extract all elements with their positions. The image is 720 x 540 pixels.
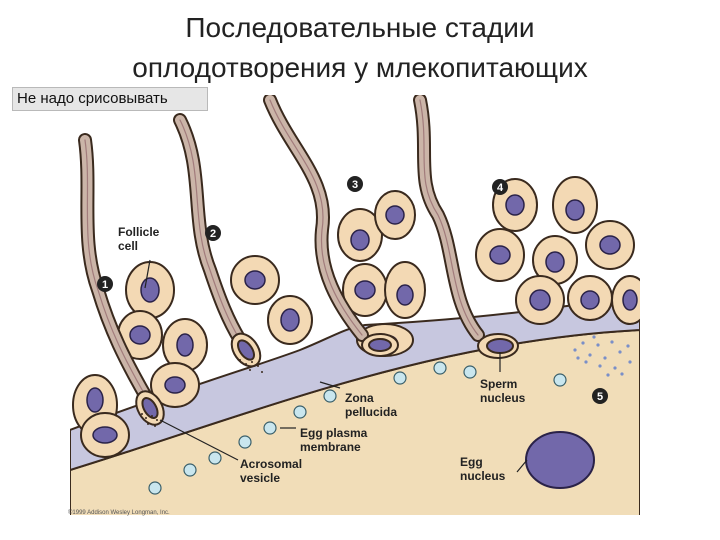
label-cell: cell [118, 239, 138, 253]
stage-number-5: 5 [597, 391, 603, 403]
label-acrosomal: Acrosomal [240, 457, 302, 471]
stage-marker-4 [492, 179, 508, 195]
label-egg: Egg [460, 455, 483, 469]
note-label: Не надо срисовывать [12, 87, 208, 111]
label-pellucida: pellucida [345, 405, 397, 419]
label-vesicle: vesicle [240, 471, 280, 485]
label-sperm-nucleus: nucleus [480, 391, 526, 405]
stage-marker-1 [97, 276, 113, 292]
leader-lines [144, 259, 528, 473]
label-egg-nucleus: nucleus [460, 469, 506, 483]
acrosomal-vesicle-dots [141, 359, 263, 427]
stage-marker-2 [205, 225, 221, 241]
cortical-granules [148, 361, 567, 495]
title-line-2: оплодотворения у млекопитающих [132, 52, 588, 83]
stage-markers [97, 176, 608, 404]
stage-marker-5 [592, 388, 608, 404]
sperm-tails [78, 95, 485, 402]
label-egg-plasma: Egg plasma [300, 426, 368, 440]
egg-nucleus [525, 431, 595, 489]
label-sperm: Sperm [480, 377, 517, 391]
stage-number-1: 1 [102, 279, 108, 291]
label-membrane: membrane [300, 440, 361, 454]
label-follicle: Follicle [118, 225, 160, 239]
stage-marker-3 [347, 176, 363, 192]
stage-number-3: 3 [352, 179, 358, 191]
title-line-1: Последовательные стадии [185, 12, 535, 43]
label-zona: Zona [345, 391, 374, 405]
copyright-credit: ©1999 Addison Wesley Longman, Inc. [68, 509, 170, 516]
stage-number-2: 2 [210, 228, 216, 240]
slide-title: Последовательные стадии оплодотворения у… [0, 8, 720, 88]
sperm-heads [135, 332, 519, 426]
acrosomal-content-dots [573, 335, 632, 377]
stage-number-4: 4 [497, 182, 504, 194]
